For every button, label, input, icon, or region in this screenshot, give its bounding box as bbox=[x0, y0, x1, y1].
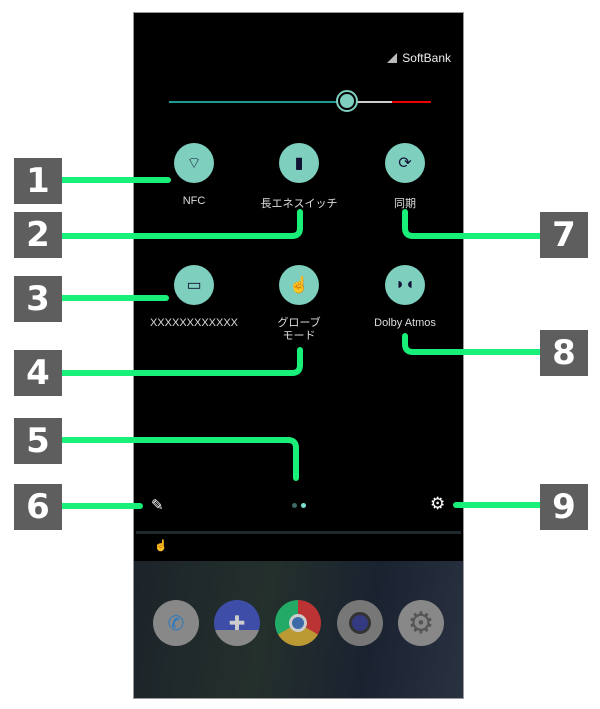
callout-1: 1 bbox=[14, 158, 62, 204]
tile-cast[interactable]: ▭ XXXXXXXXXXXX bbox=[139, 265, 249, 329]
tile-label: 長エネスイッチ bbox=[260, 198, 338, 210]
tile-dolby-atmos[interactable]: ◗◖ Dolby Atmos bbox=[350, 265, 460, 329]
battery-icon: ▮ bbox=[279, 143, 319, 183]
glove-notification-icon: ☝ bbox=[154, 540, 168, 552]
tile-label: Dolby Atmos bbox=[374, 317, 436, 329]
tile-glove-mode[interactable]: ☝ グローブ モード bbox=[244, 265, 354, 343]
callout-7: 7 bbox=[540, 212, 588, 258]
dolby-icon: ◗◖ bbox=[385, 265, 425, 305]
chrome-center bbox=[289, 614, 307, 632]
dock-chrome-icon[interactable] bbox=[275, 600, 321, 646]
dock-camera-icon[interactable] bbox=[337, 600, 383, 646]
sync-icon: ⟳ bbox=[385, 143, 425, 183]
callout-line-8 bbox=[402, 333, 543, 355]
edit-pencil-icon[interactable]: ✎ bbox=[151, 497, 164, 514]
page-dot bbox=[292, 503, 297, 508]
dock-settings-icon[interactable]: ⚙ bbox=[398, 600, 444, 646]
tile-label: 同期 bbox=[394, 198, 416, 210]
tile-sync[interactable]: ⟳ 同期 bbox=[350, 143, 460, 211]
signal-icon bbox=[387, 53, 398, 63]
callout-9: 9 bbox=[540, 484, 588, 530]
page-dot-active bbox=[301, 503, 306, 508]
cast-icon: ▭ bbox=[174, 265, 214, 305]
brightness-slider[interactable] bbox=[169, 90, 431, 112]
tile-label: NFC bbox=[182, 195, 206, 207]
callout-line-4 bbox=[59, 347, 303, 376]
callout-line-5 bbox=[59, 437, 299, 481]
lens bbox=[349, 612, 371, 634]
callout-6: 6 bbox=[14, 484, 62, 530]
callout-2: 2 bbox=[14, 212, 62, 258]
dock-softbank-message-icon[interactable]: ✚ bbox=[214, 600, 260, 646]
tile-label: XXXXXXXXXXXX bbox=[149, 317, 239, 329]
status-carrier: SoftBank bbox=[387, 51, 451, 65]
brightness-thumb-icon[interactable] bbox=[336, 90, 359, 112]
callout-3: 3 bbox=[14, 276, 62, 322]
callout-line-7 bbox=[402, 209, 543, 239]
tile-label: グローブ モード bbox=[277, 317, 321, 342]
glove-hand-icon: ☝ bbox=[279, 265, 319, 305]
callout-8: 8 bbox=[540, 330, 588, 376]
callout-5: 5 bbox=[14, 418, 62, 464]
notification-bar[interactable]: ☝ bbox=[136, 531, 461, 561]
carrier-label: SoftBank bbox=[402, 51, 451, 65]
tile-nfc[interactable]: ⌔ NFC bbox=[139, 143, 249, 207]
callout-4: 4 bbox=[14, 350, 62, 396]
callout-line-2 bbox=[59, 209, 303, 239]
tile-long-energy-switch[interactable]: ▮ 長エネスイッチ bbox=[244, 143, 354, 211]
page-indicator[interactable] bbox=[292, 503, 306, 508]
nfc-icon: ⌔ bbox=[174, 143, 214, 183]
settings-gear-icon[interactable]: ⚙ bbox=[430, 494, 446, 513]
dock-phone-icon[interactable]: ✆ bbox=[153, 600, 199, 646]
phone-screen: SoftBank ⌔ NFC ▮ 長エネスイッチ ⟳ 同期 ▭ XXXXXXXXXXXX… bbox=[133, 12, 464, 699]
